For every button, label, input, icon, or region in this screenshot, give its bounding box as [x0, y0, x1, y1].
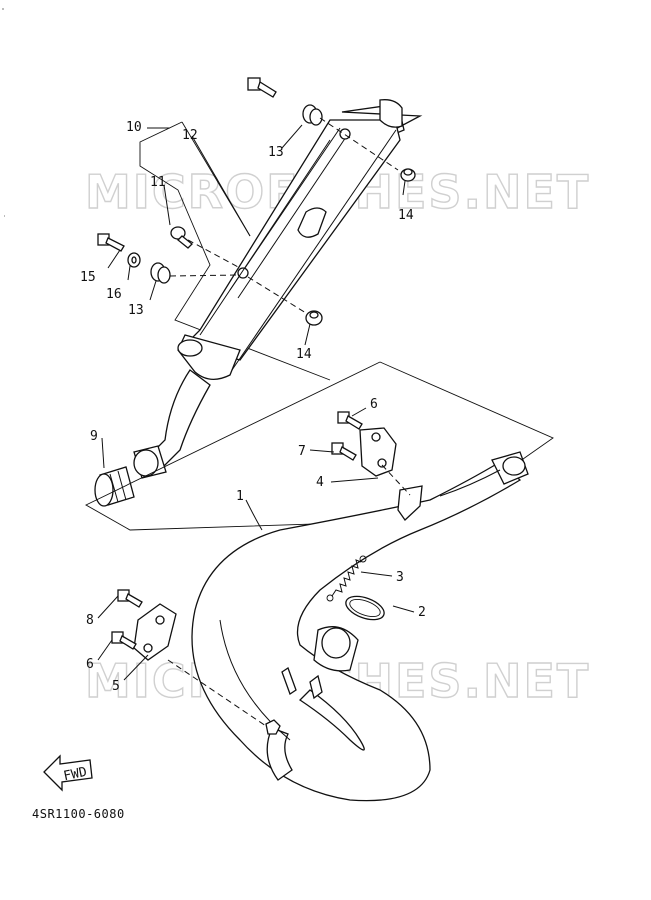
- bolt-15: [97, 233, 125, 252]
- collar-bottom: [305, 310, 323, 326]
- margin-mark: [4, 215, 5, 217]
- callout-8: 8: [86, 613, 94, 628]
- bracket-5: [133, 603, 177, 661]
- callout-10: 10: [126, 120, 142, 135]
- bolt-8: [117, 589, 143, 608]
- callout-13-bottom: 13: [128, 303, 144, 318]
- gasket-ring: [345, 595, 385, 621]
- callout-12: 12: [182, 128, 198, 143]
- fwd-arrow-icon: FWD: [43, 754, 93, 792]
- callout-1: 1: [236, 489, 244, 504]
- exhaust-pipe: [191, 451, 529, 802]
- callout-labels: 10 12 11 13 14 15 16 13 14 9 6 7 4 1 3 2…: [80, 120, 426, 694]
- bolt-top: [247, 77, 277, 98]
- callout-16: 16: [106, 287, 122, 302]
- callout-13-top: 13: [268, 145, 284, 160]
- diagram-code: 4SR1100-6080: [32, 807, 125, 821]
- nut-lower: [265, 719, 281, 735]
- callout-15: 15: [80, 270, 96, 285]
- callout-9: 9: [90, 429, 98, 444]
- bolt-7: [331, 442, 357, 461]
- collar-top: [400, 168, 416, 182]
- silencer-inlet-pipe: [133, 369, 211, 479]
- callout-4: 4: [316, 475, 324, 490]
- bracket-4: [359, 427, 397, 477]
- callout-5: 5: [112, 679, 120, 694]
- grommet-top: [302, 104, 323, 126]
- callout-2: 2: [418, 605, 426, 620]
- spring: [326, 555, 367, 602]
- callout-6-upper: 6: [370, 397, 378, 412]
- bolt-6-upper: [337, 411, 363, 430]
- silencer-muffler: [177, 99, 423, 380]
- bolt-6-lower: [111, 631, 137, 650]
- callout-6-lower: 6: [86, 657, 94, 672]
- callout-11: 11: [150, 175, 166, 190]
- leader-lines-pipe: [97, 407, 415, 727]
- washer-16: [127, 252, 141, 268]
- callout-14-bottom: 14: [296, 347, 312, 362]
- fwd-label: FWD: [62, 765, 88, 785]
- bolt-11: [170, 226, 193, 249]
- callout-3: 3: [396, 570, 404, 585]
- leader-lines-silencer: [101, 117, 406, 469]
- rubber-joint: [94, 466, 135, 507]
- callout-14-top: 14: [398, 208, 414, 223]
- margin-mark: [2, 8, 4, 10]
- callout-7: 7: [298, 444, 306, 459]
- grommet-bottom: [150, 262, 171, 284]
